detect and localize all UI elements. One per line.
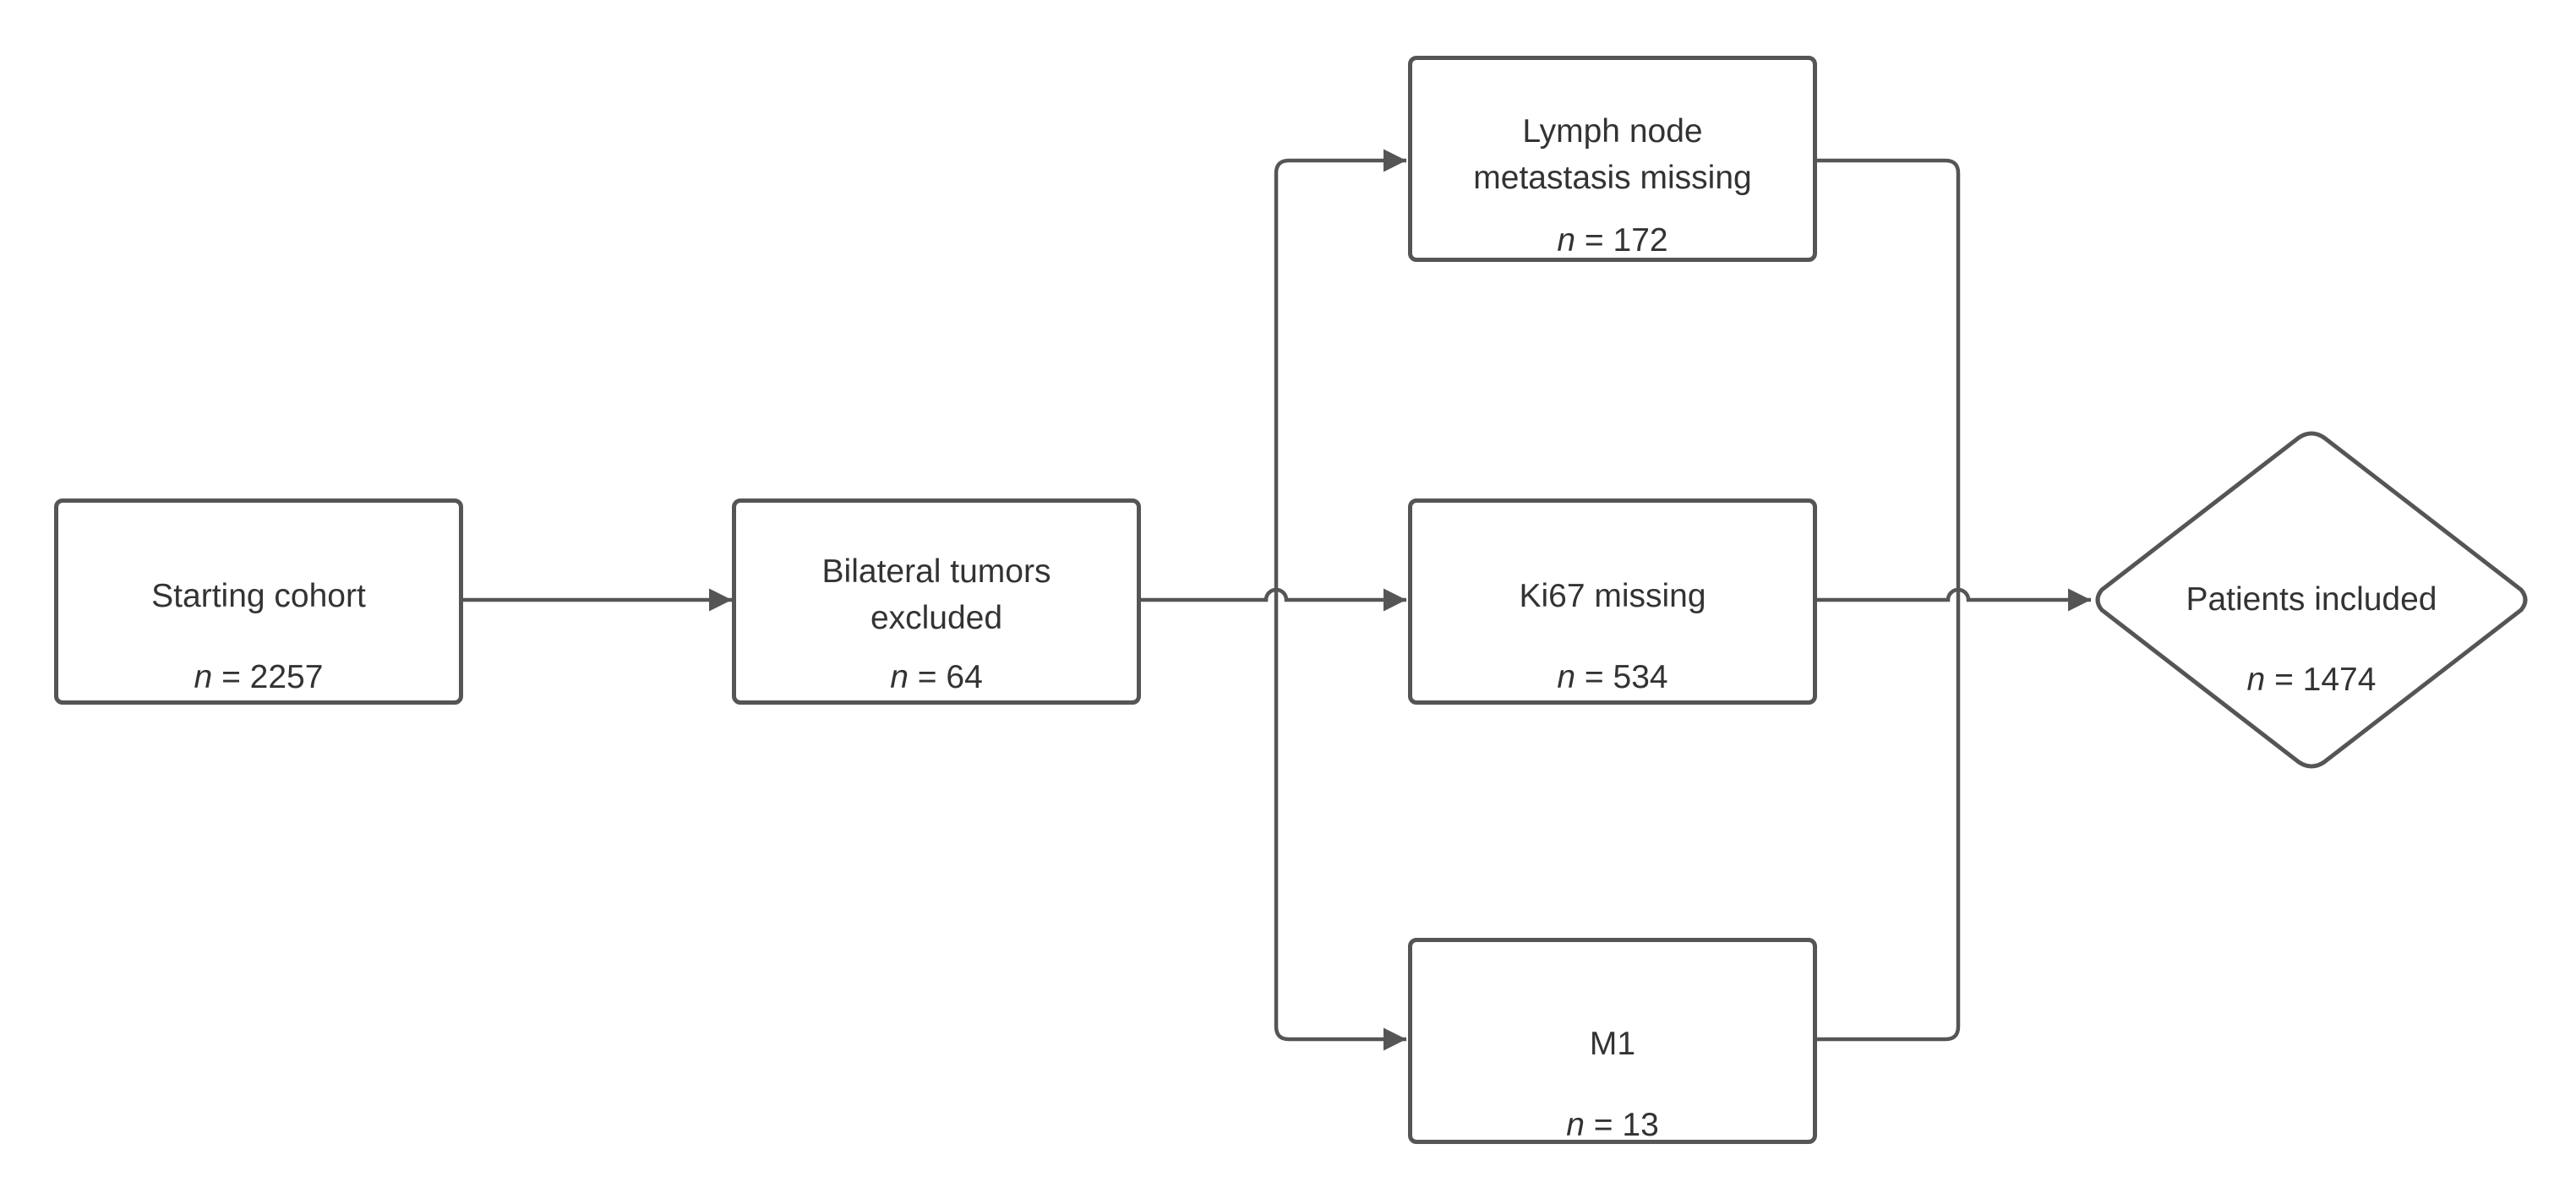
n-symbol: n	[194, 659, 213, 695]
arrow-ki67-to-included	[1817, 587, 2091, 612]
starting-cohort-box: Starting cohort n = 2257	[54, 498, 463, 705]
patients-included-node: Patients included n = 1474	[2093, 429, 2530, 771]
n-symbol: n	[2246, 662, 2266, 698]
bilateral-tumors-box: Bilateral tumors excluded n = 64	[732, 498, 1141, 705]
bilateral-tumors-value: = 64	[908, 659, 983, 695]
lymph-node-label-line2: metastasis missing	[1473, 160, 1752, 196]
m1-count: n = 13	[1412, 1103, 1813, 1148]
starting-cohort-label: Starting cohort	[151, 578, 366, 614]
n-symbol: n	[1557, 222, 1576, 259]
n-symbol: n	[890, 659, 909, 695]
split-trunk-lower	[1274, 600, 1406, 1051]
ki67-missing-value: = 534	[1575, 659, 1668, 695]
lymph-node-count: n = 172	[1412, 218, 1813, 264]
m1-value: = 13	[1584, 1107, 1659, 1143]
n-symbol: n	[1566, 1107, 1585, 1143]
ki67-missing-box: Ki67 missing n = 534	[1408, 498, 1817, 705]
lymph-node-label-line1: Lymph node	[1522, 113, 1703, 150]
ki67-missing-label: Ki67 missing	[1519, 578, 1706, 614]
included-diamond-shape	[2095, 431, 2528, 769]
lymph-node-value: = 172	[1575, 222, 1668, 259]
patients-included-label: Patients included	[2186, 581, 2437, 618]
split-trunk-upper	[1274, 149, 1406, 600]
connector-m1-to-merge	[1817, 600, 1961, 1042]
starting-cohort-value: = 2257	[212, 659, 324, 695]
n-symbol: n	[1557, 659, 1576, 695]
bilateral-tumors-label-line1: Bilateral tumors	[821, 553, 1051, 590]
bilateral-tumors-count: n = 64	[736, 655, 1137, 700]
starting-cohort-count: n = 2257	[58, 655, 459, 700]
arrow-bilateral-to-ki67	[1141, 587, 1406, 612]
patients-included-value: = 1474	[2265, 662, 2377, 698]
m1-box: M1 n = 13	[1408, 938, 1817, 1144]
ki67-missing-count: n = 534	[1412, 655, 1813, 700]
bilateral-tumors-label-line2: excluded	[870, 600, 1003, 636]
lymph-node-missing-box: Lymph node metastasis missing n = 172	[1408, 56, 1817, 262]
patients-included-count: n = 1474	[2093, 657, 2530, 703]
connector-lymph-to-merge	[1817, 158, 1961, 600]
m1-label: M1	[1589, 1026, 1636, 1062]
